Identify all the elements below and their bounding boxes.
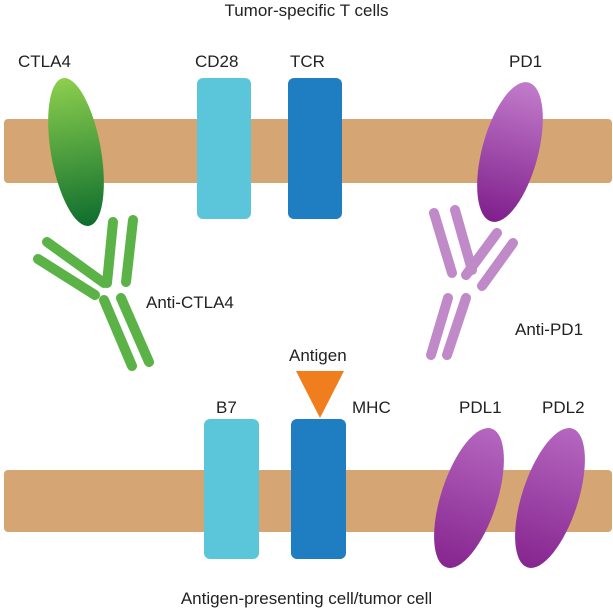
label-pdl1: PDL1: [459, 398, 502, 417]
ctla4-receptor: [48, 78, 104, 226]
b7-ligand: [204, 419, 259, 559]
label-antigen: Antigen: [289, 346, 347, 365]
antigen-triangle: [296, 371, 344, 418]
title-t-cells: Tumor-specific T cells: [224, 1, 389, 20]
label-pd1: PD1: [509, 52, 543, 71]
anti-pd1-antibody: [426, 205, 518, 360]
label-anti-ctla4: Anti-CTLA4: [146, 293, 234, 312]
cd28-receptor: [197, 78, 251, 219]
pd1-receptor: [477, 82, 543, 222]
label-b7: B7: [216, 398, 237, 417]
pdl1-ligand: [434, 428, 504, 568]
label-ctla4: CTLA4: [18, 52, 71, 71]
title-apc: Antigen-presenting cell/tumor cell: [180, 589, 433, 608]
label-pdl2: PDL2: [542, 398, 585, 417]
tcr-receptor: [288, 78, 342, 219]
anti-ctla4-antibody: [33, 215, 154, 371]
label-tcr: TCR: [290, 52, 325, 71]
label-anti-pd1: Anti-PD1: [515, 320, 584, 339]
mhc-molecule: [291, 419, 346, 559]
label-mhc: MHC: [352, 398, 391, 417]
pdl2-ligand: [515, 428, 585, 568]
label-cd28: CD28: [195, 52, 239, 71]
